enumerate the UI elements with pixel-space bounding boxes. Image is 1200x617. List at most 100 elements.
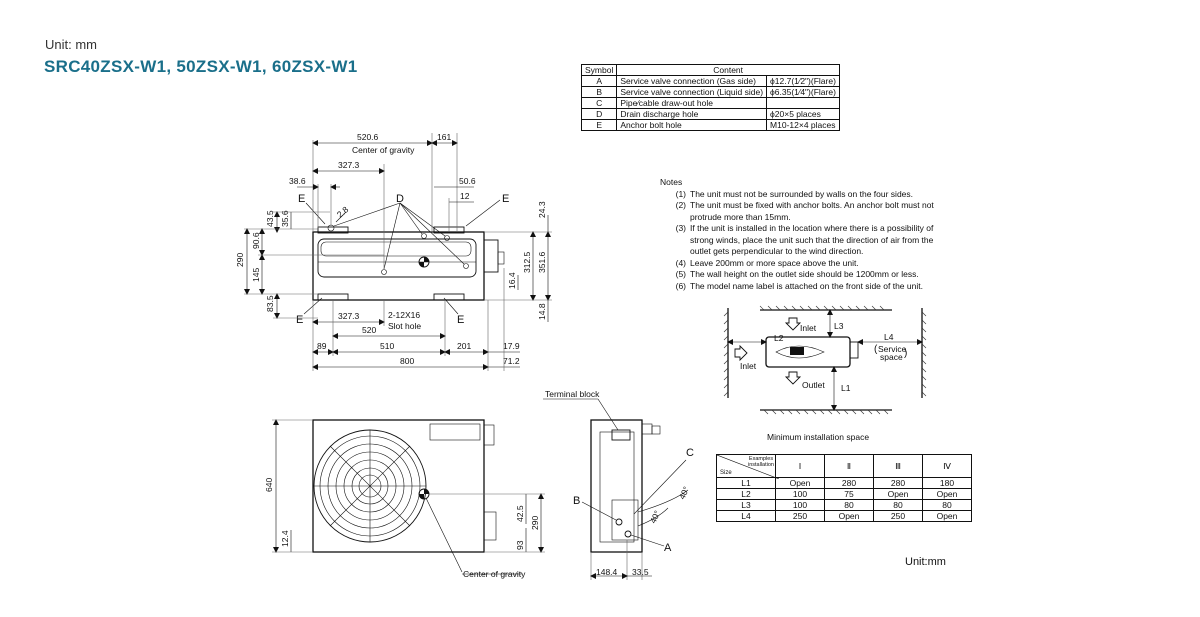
- inner-panel-top: [317, 238, 477, 278]
- unit-mm-label: Unit:mm: [905, 556, 946, 568]
- symbol-table: Symbol Content A Service valve connectio…: [580, 64, 840, 131]
- dim-2-8: 2.8: [335, 204, 351, 219]
- value-cell: 100: [775, 488, 825, 500]
- spec-cell: M10-12×4 places: [766, 119, 840, 131]
- value-cell: 250: [775, 510, 825, 522]
- min-space-header-row: Examples installation Size Ⅰ Ⅱ Ⅲ Ⅳ: [716, 454, 972, 479]
- notes: Notes (1) The unit must not be surrounde…: [660, 177, 960, 292]
- dim-520-6: 520.6: [357, 132, 379, 142]
- corner-bottom-label: Size: [720, 470, 732, 476]
- outlet-label: Outlet: [802, 380, 825, 390]
- dim-148-4: 148.4: [596, 567, 618, 577]
- corner-top-label: Examples installation: [748, 456, 774, 468]
- angle-40-b: 40°: [648, 509, 662, 525]
- value-cell: 75: [824, 488, 874, 500]
- size-cell: L1: [716, 477, 776, 489]
- min-space-table: Examples installation Size Ⅰ Ⅱ Ⅲ Ⅳ L1 Op…: [716, 454, 972, 522]
- size-cell: L2: [716, 488, 776, 500]
- note-line: The unit must not be surrounded by walls…: [690, 188, 914, 199]
- dim-24-3: 24.3: [537, 201, 547, 218]
- paren-close: ): [904, 348, 907, 359]
- dim-71-2: 71.2: [503, 356, 520, 366]
- service-space-line2: space: [880, 352, 903, 362]
- center-of-gravity-icon: [418, 256, 430, 268]
- note-item: (5) The wall height on the outlet side s…: [660, 269, 960, 281]
- outlet-arrow-icon: [784, 371, 802, 385]
- note-number: (3): [675, 223, 686, 233]
- label-E: E: [298, 193, 305, 205]
- note-item: (2) The unit must be fixed with anchor b…: [660, 200, 960, 223]
- note-line: If the unit is installed in the location…: [690, 223, 934, 233]
- label-L4: L4: [884, 332, 894, 342]
- drain-hole-icon: [463, 263, 469, 269]
- dim-12: 12: [460, 191, 470, 201]
- dim-290-front: 290: [530, 516, 540, 530]
- dim-12-4: 12.4: [280, 530, 290, 547]
- dim-351-6: 351.6: [537, 251, 547, 273]
- value-cell: 100: [775, 499, 825, 511]
- valve-box: [483, 239, 499, 273]
- value-cell: 280: [824, 477, 874, 489]
- angle-40-a: 40°: [677, 485, 691, 501]
- value-cell: 180: [922, 477, 972, 489]
- center-of-gravity-icon: [418, 488, 430, 500]
- dim-201: 201: [457, 341, 471, 351]
- label-E: E: [502, 193, 509, 205]
- note-line: outlet gets perpendicular to the wind di…: [690, 246, 864, 256]
- table-row: D Drain discharge hole ϕ20×5 places: [580, 108, 840, 120]
- note-number: (1): [675, 188, 686, 199]
- inner-rail: [320, 241, 472, 257]
- value-cell: Open: [873, 488, 923, 500]
- drain-hole-icon: [444, 235, 450, 241]
- label-C: C: [686, 447, 694, 459]
- label-A: A: [664, 542, 672, 554]
- unit-label: Unit: mm: [45, 37, 97, 52]
- note-line: protrude more than 15mm.: [690, 211, 791, 222]
- foot-top-left: [317, 226, 349, 234]
- note-line: Leave 200mm or more space above the unit…: [690, 257, 859, 268]
- label-L3: L3: [834, 321, 844, 331]
- value-cell: Open: [922, 510, 972, 522]
- slot-spec: 2-12X16: [388, 310, 420, 320]
- dim-90-6: 90.6: [251, 232, 261, 249]
- table-row: L3 100 80 80 80: [716, 499, 972, 511]
- installation-diagram: L2 L3 L4 L1 Inlet Inlet Outlet ( Service…: [723, 305, 927, 415]
- fan-grille-icon: [313, 429, 427, 543]
- dim-17-9: 17.9: [503, 341, 520, 351]
- service-space-line1: Service: [878, 344, 907, 354]
- slot-hole-label: Slot hole: [388, 321, 421, 331]
- dim-510: 510: [380, 341, 394, 351]
- dim-35-6: 35.6: [280, 210, 290, 227]
- liquid-valve-icon: [615, 518, 623, 526]
- dim-327-3-bottom: 327.3: [338, 311, 360, 321]
- corner-cell: Examples installation Size: [716, 454, 779, 479]
- value-cell: 280: [873, 477, 923, 489]
- side-view: Terminal block C B A 40° 40° 148.4 33.5: [543, 389, 694, 580]
- dim-14-8: 14.8: [537, 303, 547, 320]
- label-B: B: [573, 495, 580, 507]
- top-view: D E E E E 520.6 161 Center of gravity 32…: [235, 132, 552, 371]
- value-cell: Open: [824, 510, 874, 522]
- value-cell: Open: [922, 488, 972, 500]
- table-row: L2 100 75 Open Open: [716, 488, 972, 500]
- value-cell: Open: [775, 477, 825, 489]
- label-E: E: [457, 314, 464, 326]
- label-D: D: [396, 193, 404, 205]
- center-of-gravity-label: Center of gravity: [352, 145, 415, 155]
- value-cell: 80: [873, 499, 923, 511]
- min-space-caption: Minimum installation space: [767, 432, 870, 442]
- unit-outline-side: [590, 419, 643, 553]
- note-item: (4) Leave 200mm or more space above the …: [660, 258, 960, 270]
- inlet-arrow-icon: [734, 344, 748, 362]
- note-item: (6) The model name label is attached on …: [660, 281, 960, 293]
- symbol-cell: E: [580, 119, 618, 131]
- note-item: (3) If the unit is installed in the loca…: [660, 223, 960, 258]
- dim-640: 640: [264, 478, 274, 492]
- note-line: The model name label is attached on the …: [690, 280, 923, 291]
- column-header: Ⅱ: [824, 454, 874, 478]
- dim-33-5: 33.5: [632, 567, 649, 577]
- dim-93: 93: [515, 540, 525, 550]
- value-cell: 250: [873, 510, 923, 522]
- inlet-arrow-icon: [784, 317, 802, 331]
